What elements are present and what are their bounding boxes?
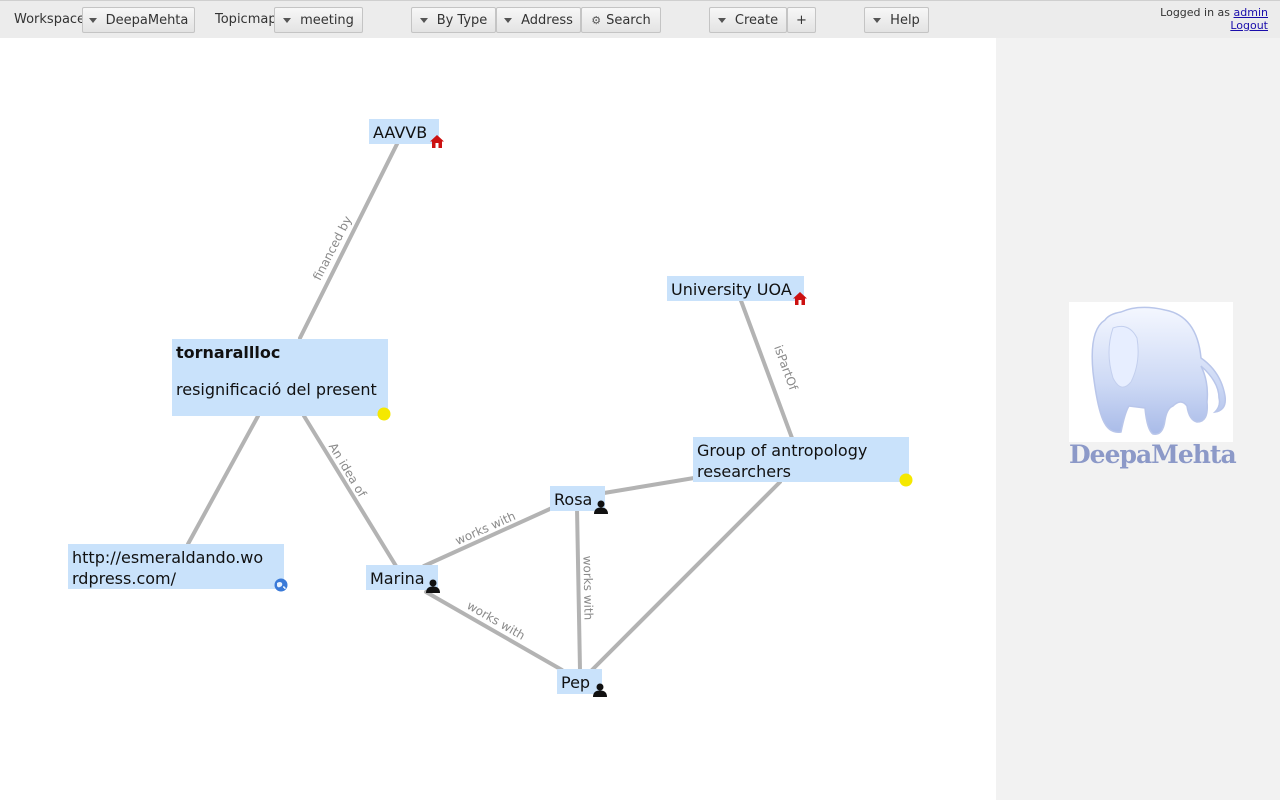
edge-tornarallloc-url[interactable] (186, 414, 260, 546)
chevron-down-icon (717, 17, 726, 23)
logo-text: DeepaMehta (1069, 440, 1237, 469)
logout-link[interactable]: Logout (1230, 19, 1268, 32)
topicmap-value: meeting (300, 12, 354, 28)
topic-aavvb[interactable]: AAVVB (369, 119, 444, 148)
topicmap-select[interactable]: meeting (274, 7, 363, 33)
topic-group-line1: Group of antropology (697, 441, 868, 460)
chevron-down-icon (88, 17, 97, 23)
chevron-down-icon (419, 17, 428, 23)
label-is-part-of: isPartOf (771, 343, 800, 393)
edge-is-part-of[interactable] (738, 296, 794, 440)
topic-aavvb-label: AAVVB (373, 123, 428, 142)
help-button[interactable]: Help (864, 7, 929, 33)
workspace-value: DeepaMehta (105, 12, 189, 28)
edge-rosa-group[interactable] (602, 476, 696, 495)
topic-pep-label: Pep (561, 673, 591, 692)
edge-financed-by[interactable] (298, 140, 400, 340)
home-icon (793, 292, 807, 305)
create-plus-button[interactable]: + (787, 7, 816, 33)
topic-marina[interactable]: Marina (366, 565, 440, 593)
edge-group-pep[interactable] (590, 480, 782, 672)
address-button[interactable]: Address (496, 7, 581, 33)
home-icon (430, 135, 444, 148)
topic-tornarallloc[interactable]: tornarallloc resignificació del present (172, 339, 391, 421)
topic-rosa-label: Rosa (554, 490, 593, 509)
topic-rosa[interactable]: Rosa (550, 486, 608, 514)
topic-university-uoa[interactable]: University UOA (667, 276, 807, 305)
toolbar: Workspace DeepaMehta Topicmap meeting By… (0, 0, 1280, 38)
gear-icon: ⚙ (591, 13, 602, 27)
topic-url-line2: rdpress.com/ (72, 569, 176, 588)
edge-marina-rosa[interactable] (422, 506, 554, 568)
search-label: Search (606, 12, 651, 28)
plus-label: + (796, 12, 807, 28)
topic-url-line1: http://esmeraldando.wo (72, 548, 264, 567)
topic-tornarallloc-subtitle: resignificació del present (176, 380, 377, 399)
topic-pep[interactable]: Pep (557, 669, 607, 697)
deepamehta-logo: DeepaMehta (1069, 302, 1237, 478)
chevron-down-icon (873, 17, 882, 23)
topic-group-antropology[interactable]: Group of antropology researchers (693, 437, 913, 487)
detail-panel: DeepaMehta (996, 38, 1280, 800)
by-type-button[interactable]: By Type (411, 7, 496, 33)
topicmap-canvas[interactable]: financed by isPartOf An idea of works wi… (0, 38, 996, 800)
label-an-idea-of: An idea of (326, 440, 370, 500)
topic-group-line2: researchers (697, 462, 791, 481)
by-type-label: By Type (436, 12, 488, 28)
person-icon (593, 683, 607, 697)
topic-url[interactable]: http://esmeraldando.wo rdpress.com/ (68, 544, 288, 592)
edge-rosa-pep[interactable] (575, 506, 582, 672)
workspace-label: Workspace (14, 12, 86, 27)
topicmap-label: Topicmap (215, 12, 277, 27)
elephant-icon (1069, 302, 1233, 442)
login-prefix: Logged in as (1160, 6, 1231, 19)
globe-icon (274, 578, 288, 592)
topic-tornarallloc-title: tornarallloc (176, 343, 281, 362)
chevron-down-icon (504, 17, 513, 23)
edge-an-idea-of[interactable] (302, 414, 398, 568)
person-icon (594, 500, 608, 514)
topic-university-label: University UOA (671, 280, 792, 299)
person-icon (426, 579, 440, 593)
search-button[interactable]: ⚙ Search (581, 7, 661, 33)
workspace-select[interactable]: DeepaMehta (82, 7, 195, 33)
user-link[interactable]: admin (1233, 6, 1268, 19)
create-button[interactable]: Create (709, 7, 787, 33)
help-label: Help (890, 12, 920, 28)
login-status: Logged in as admin Logout (1160, 6, 1268, 32)
yellow-dot-icon (899, 473, 913, 487)
topic-marina-label: Marina (370, 569, 425, 588)
label-works-with-rosa-pep: works with (580, 556, 595, 621)
edge-marina-pep[interactable] (424, 590, 564, 672)
chevron-down-icon (283, 17, 292, 23)
yellow-dot-icon (377, 407, 391, 421)
association-layer: financed by isPartOf An idea of works wi… (186, 140, 801, 672)
create-label: Create (734, 12, 779, 28)
address-label: Address (521, 12, 573, 28)
